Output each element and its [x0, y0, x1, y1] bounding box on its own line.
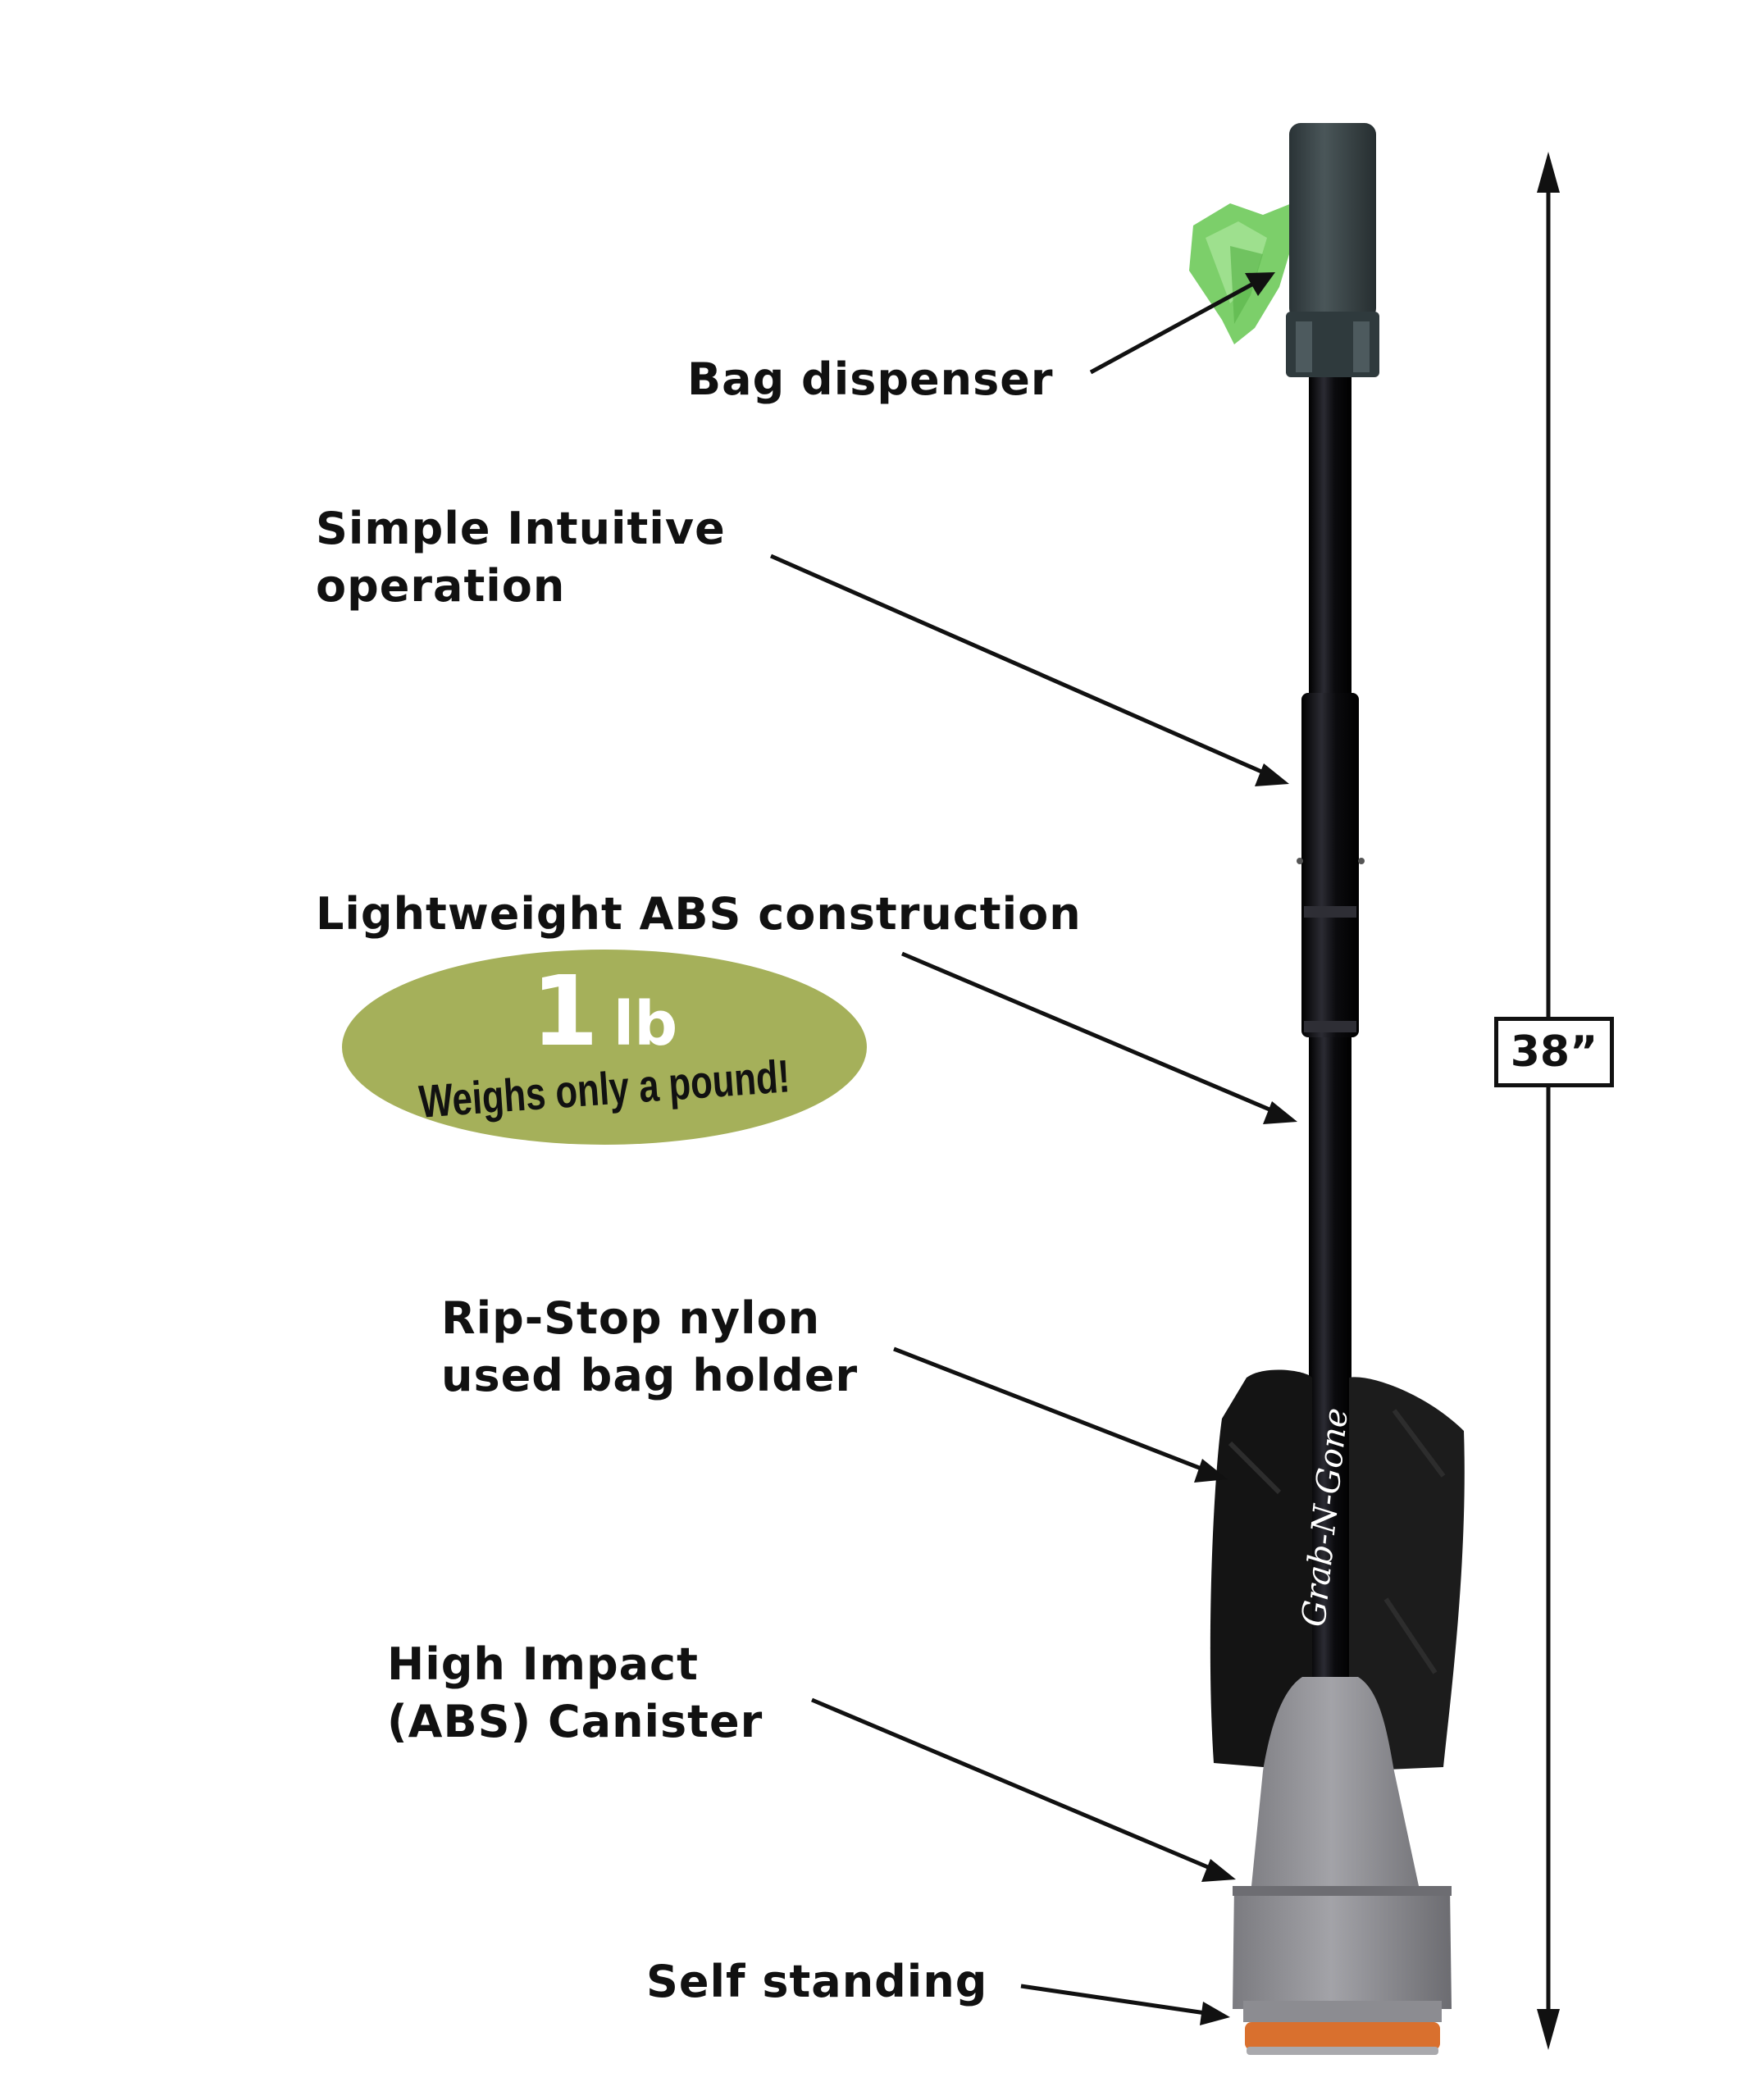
callout-canister-line-1: High Impact	[387, 1638, 699, 1690]
callout-bag-dispenser: Bag dispenser	[687, 351, 1053, 408]
callout-bag-holder-line-1: Rip-Stop nylon	[441, 1292, 821, 1344]
callout-intuitive-line-1: Simple Intuitive	[316, 503, 726, 554]
callout-bag-dispenser-text: Bag dispenser	[687, 353, 1054, 405]
arrow-bag-dispenser	[1089, 280, 1256, 375]
abs-canister	[1233, 1677, 1452, 2055]
callout-canister-line-2: (ABS) Canister	[387, 1696, 763, 1747]
callout-bag-holder-line-2: used bag holder	[441, 1350, 859, 1401]
callout-self-standing: Self standing	[646, 1953, 987, 2011]
callout-arrows	[769, 272, 1297, 2025]
callout-self-standing-text: Self standing	[646, 1956, 988, 2007]
callout-intuitive-line-2: operation	[316, 560, 566, 612]
callout-lightweight-text: Lightweight ABS construction	[316, 888, 1082, 940]
bag-dispenser-cap	[1286, 123, 1379, 377]
nylon-bag-holder	[1210, 1369, 1465, 1771]
callout-canister: High Impact (ABS) Canister	[387, 1636, 763, 1751]
green-bag	[1189, 202, 1296, 344]
arrow-intuitive	[769, 554, 1269, 777]
arrow-bag-holder	[893, 1346, 1206, 1473]
badge-weight-value: 1	[531, 954, 599, 1068]
arrow-canister	[811, 1697, 1215, 1872]
arrow-lightweight	[901, 951, 1276, 1114]
arrow-self-standing	[1020, 1984, 1206, 2016]
callout-bag-holder: Rip-Stop nylon used bag holder	[441, 1290, 858, 1405]
length-label: 38”	[1494, 1017, 1614, 1087]
handle-shaft	[1297, 377, 1365, 1738]
badge-weight-unit: lb	[613, 989, 678, 1059]
callout-lightweight: Lightweight ABS construction	[316, 886, 1082, 943]
callout-intuitive: Simple Intuitive operation	[316, 500, 726, 615]
height-dimension-line	[1537, 152, 1560, 2050]
